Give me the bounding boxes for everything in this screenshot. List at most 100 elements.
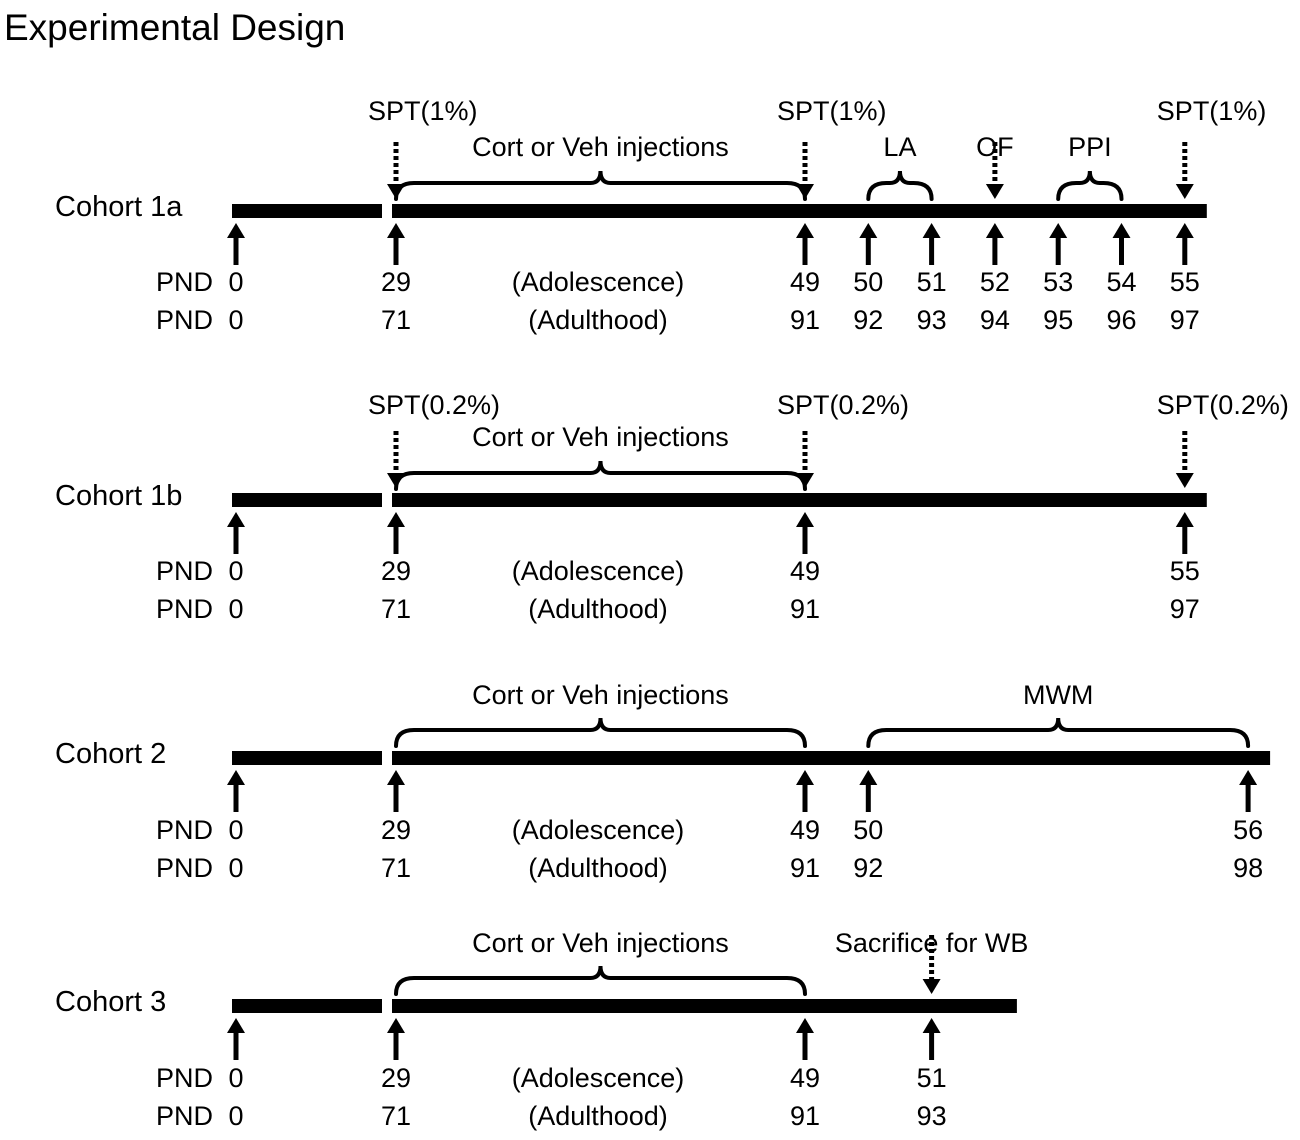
pnd-value: 71	[381, 1101, 411, 1131]
test-marker-arrow	[387, 431, 405, 488]
timepoint-arrow	[387, 512, 405, 554]
event-brace	[1056, 170, 1124, 201]
cohort-name: Cohort 1a	[55, 191, 183, 223]
pnd-value: 50	[853, 815, 883, 845]
test-marker-label: SPT(1%)	[368, 96, 478, 126]
timepoint-arrow	[1112, 223, 1131, 265]
pnd-value: 0	[228, 305, 243, 335]
event-label: Cort or Veh injections	[472, 680, 729, 710]
pnd-value: 55	[1170, 267, 1200, 297]
pnd-value: 96	[1106, 305, 1136, 335]
pnd-value: 0	[228, 594, 243, 624]
cohort-name: Cohort 2	[55, 738, 166, 770]
timepoint-arrow	[1175, 512, 1194, 554]
pnd-label: PND	[156, 594, 213, 624]
timepoint-arrow	[227, 1018, 245, 1060]
pnd-value: 56	[1233, 815, 1263, 845]
event-label: Cort or Veh injections	[472, 928, 729, 958]
pnd-value: 91	[790, 594, 820, 624]
event-label: Cort or Veh injections	[472, 422, 729, 452]
timepoint-arrow	[1239, 770, 1258, 812]
cohort-name: Cohort 1b	[55, 480, 182, 512]
pnd-value: 0	[228, 1063, 243, 1093]
timepoint-arrow	[922, 1018, 941, 1060]
timepoint-arrow	[922, 223, 941, 265]
pnd-value: 55	[1170, 556, 1200, 586]
test-marker-arrow	[1175, 431, 1194, 488]
pnd-label: PND	[156, 1063, 213, 1093]
pnd-value: 0	[228, 267, 243, 297]
timepoint-arrow	[387, 1018, 405, 1060]
event-brace	[394, 460, 807, 491]
pnd-value: 71	[381, 853, 411, 883]
timepoint-arrow	[796, 512, 814, 554]
pnd-value: 49	[790, 815, 820, 845]
pnd-value: 71	[381, 305, 411, 335]
timeline-bar	[392, 493, 1207, 507]
timepoint-arrow	[859, 770, 878, 812]
timepoint-arrow	[387, 223, 405, 265]
timepoint-arrow	[1175, 223, 1194, 265]
pnd-value: 0	[228, 1101, 243, 1131]
test-marker-label: SPT(0.2%)	[1157, 390, 1289, 420]
page-title: Experimental Design	[4, 7, 345, 48]
test-marker-label: SPT(0.2%)	[777, 390, 909, 420]
pnd-value: 71	[381, 594, 411, 624]
pnd-value: 93	[917, 305, 947, 335]
pnd-value: 97	[1170, 305, 1200, 335]
pnd-value: 0	[228, 815, 243, 845]
phase-label-adolescence: (Adolescence)	[512, 815, 685, 845]
timepoint-arrow	[859, 223, 878, 265]
test-marker-label: SPT(1%)	[777, 96, 887, 126]
pnd-label: PND	[156, 556, 213, 586]
test-marker-arrow	[796, 142, 814, 199]
pnd-value: 95	[1043, 305, 1073, 335]
pnd-value: 51	[917, 1063, 947, 1093]
test-marker-arrow	[922, 935, 941, 994]
pnd-value: 49	[790, 267, 820, 297]
pnd-value: 98	[1233, 853, 1263, 883]
test-marker-label: Sacrifice for WB	[835, 928, 1029, 958]
event-brace	[394, 170, 807, 201]
phase-label-adulthood: (Adulthood)	[528, 305, 668, 335]
timepoint-arrow	[796, 770, 814, 812]
pnd-value: 49	[790, 1063, 820, 1093]
timeline-bar	[392, 751, 1271, 765]
phase-label-adulthood: (Adulthood)	[528, 1101, 668, 1131]
pnd-value: 92	[853, 853, 883, 883]
timepoint-arrow	[387, 770, 405, 812]
test-marker-arrow	[387, 142, 405, 199]
event-label: PPI	[1068, 132, 1112, 162]
timeline-bar	[232, 493, 382, 507]
phase-label-adolescence: (Adolescence)	[512, 556, 685, 586]
pnd-value: 0	[228, 853, 243, 883]
pnd-value: 92	[853, 305, 883, 335]
pnd-value: 29	[381, 267, 411, 297]
test-marker-label: OF	[976, 132, 1014, 162]
phase-label-adolescence: (Adolescence)	[512, 267, 685, 297]
pnd-value: 52	[980, 267, 1010, 297]
pnd-value: 91	[790, 1101, 820, 1131]
event-brace	[394, 965, 807, 996]
test-marker-label: SPT(0.2%)	[368, 390, 500, 420]
test-marker-arrow	[1175, 142, 1194, 199]
pnd-value: 91	[790, 853, 820, 883]
pnd-value: 29	[381, 815, 411, 845]
phase-label-adolescence: (Adolescence)	[512, 1063, 685, 1093]
event-brace	[866, 170, 934, 201]
pnd-value: 94	[980, 305, 1010, 335]
pnd-value: 0	[228, 556, 243, 586]
timeline-bar	[232, 999, 382, 1013]
timeline-bar	[392, 999, 1017, 1013]
pnd-value: 54	[1106, 267, 1136, 297]
timepoint-arrow	[227, 223, 245, 265]
test-marker-label: SPT(1%)	[1157, 96, 1267, 126]
phase-label-adulthood: (Adulthood)	[528, 594, 668, 624]
timepoint-arrow	[796, 1018, 814, 1060]
pnd-label: PND	[156, 815, 213, 845]
pnd-value: 91	[790, 305, 820, 335]
test-marker-arrow	[796, 431, 814, 488]
pnd-value: 29	[381, 556, 411, 586]
test-marker-arrow	[985, 142, 1004, 199]
